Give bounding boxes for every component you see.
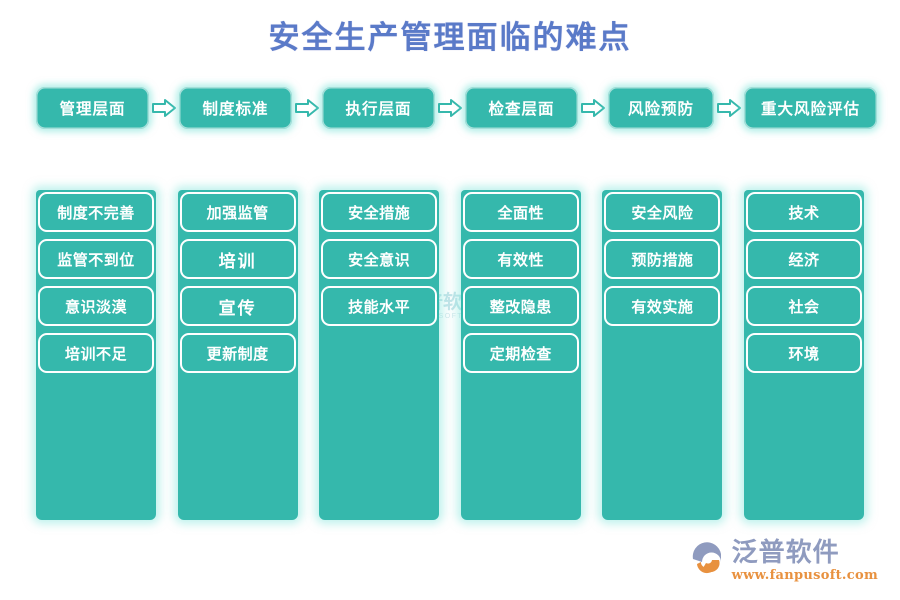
column-2: 加强监管培训宣传更新制度	[177, 190, 298, 520]
flow-step-6[interactable]: 重大风险评估	[744, 87, 877, 129]
right-arrow-icon	[714, 95, 744, 121]
column-item[interactable]: 全面性	[462, 192, 579, 232]
right-arrow-icon	[435, 95, 465, 121]
column-item[interactable]: 安全措施	[321, 192, 438, 232]
brand-name-cn: 泛普软件	[731, 538, 840, 568]
column-item[interactable]: 培训	[179, 239, 296, 279]
columns-container: 制度不完善监管不到位意识淡漠培训不足加强监管培训宣传更新制度安全措施安全意识技能…	[36, 190, 864, 520]
flow-step-3[interactable]: 执行层面	[322, 87, 435, 129]
column-3: 安全措施安全意识技能水平	[319, 190, 440, 520]
column-item[interactable]: 整改隐患	[462, 286, 579, 326]
column-item[interactable]: 安全风险	[604, 192, 721, 232]
column-6: 技术经济社会环境	[743, 190, 864, 520]
column-item[interactable]: 技术	[745, 192, 862, 232]
column-4: 全面性有效性整改隐患定期检查	[460, 190, 581, 520]
column-item[interactable]: 有效实施	[604, 286, 721, 326]
flow-step-4[interactable]: 检查层面	[465, 87, 578, 129]
column-item[interactable]: 加强监管	[179, 192, 296, 232]
right-arrow-icon	[578, 95, 608, 121]
right-arrow-icon	[149, 95, 179, 121]
flow-step-2[interactable]: 制度标准	[179, 87, 292, 129]
brand-logo-text: 泛普软件 www.fanpusoft.com	[732, 540, 878, 582]
column-item[interactable]: 有效性	[462, 239, 579, 279]
header-flow-row: 管理层面制度标准执行层面检查层面风险预防重大风险评估	[36, 86, 877, 130]
brand-logo: 泛普软件 www.fanpusoft.com	[690, 540, 878, 582]
right-arrow-icon	[292, 95, 322, 121]
column-item[interactable]: 定期检查	[462, 333, 579, 373]
column-item[interactable]: 制度不完善	[38, 192, 154, 232]
fanpu-logo-icon	[692, 542, 721, 574]
flow-step-5[interactable]: 风险预防	[608, 87, 714, 129]
column-item[interactable]: 社会	[745, 286, 862, 326]
column-item[interactable]: 预防措施	[604, 239, 721, 279]
column-item[interactable]: 意识淡漠	[38, 286, 154, 326]
flow-step-1[interactable]: 管理层面	[36, 87, 149, 129]
column-item[interactable]: 监管不到位	[38, 239, 154, 279]
column-item[interactable]: 环境	[745, 333, 862, 373]
column-1: 制度不完善监管不到位意识淡漠培训不足	[36, 190, 156, 520]
brand-url: www.fanpusoft.com	[731, 568, 878, 583]
column-item[interactable]: 培训不足	[38, 333, 154, 373]
column-item[interactable]: 技能水平	[321, 286, 438, 326]
page-title: 安全生产管理面临的难点	[268, 20, 632, 56]
column-item[interactable]: 宣传	[179, 286, 296, 326]
column-5: 安全风险预防措施有效实施	[602, 190, 723, 520]
column-item[interactable]: 更新制度	[179, 333, 296, 373]
column-item[interactable]: 经济	[745, 239, 862, 279]
column-item[interactable]: 安全意识	[321, 239, 438, 279]
